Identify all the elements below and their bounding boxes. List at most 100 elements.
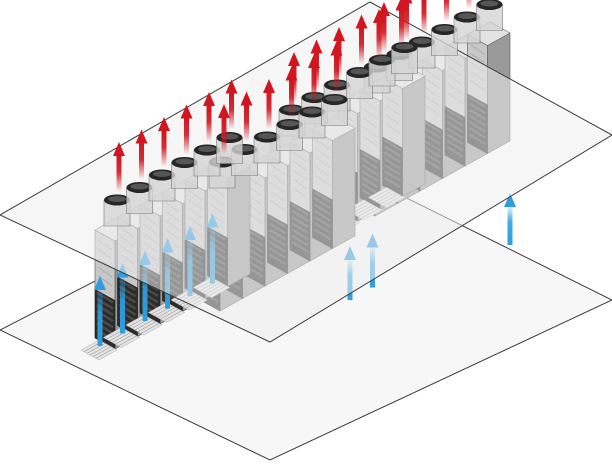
hot-air-arrow-icon-head [308,54,320,68]
exhaust-duct [171,157,198,189]
cold-air-arrow-icon [94,276,106,346]
floor-vent-icon [102,327,141,348]
duct-outlet-inner [325,95,344,102]
duct-outlet-inner [458,13,476,19]
exhaust-duct [298,106,326,139]
hot-air-arrow-icon-shaft [404,3,409,40]
exhaust-duct [276,119,303,151]
hot-air-arrow-icon-head [400,0,413,4]
hot-air-arrow-icon-shaft [244,105,249,142]
vent-slat [112,332,131,343]
hot-air-arrow-icon-head [288,52,300,66]
hot-air-arrow-icon [158,117,170,167]
hot-air-arrow-icon-shaft [206,106,212,142]
hot-air-arrow-icon [225,79,238,130]
hot-air-arrow-icon [135,129,148,180]
duct-outlet-inner [350,68,369,75]
duct-outlet-inner [373,56,391,62]
hot-air-arrow-icon [285,66,298,117]
exhaust-duct [193,144,221,177]
hot-air-arrow-icon-shaft [334,55,339,92]
duct-outlet-inner [395,43,414,50]
cold-air-arrow-icon-head [94,276,106,290]
server-slot [470,44,485,55]
hot-air-arrow-icon [400,0,413,40]
exhaust-ducts [103,0,503,227]
hot-air-arrow-icon [180,104,193,155]
vent-slat [115,333,134,345]
hot-air-arrow-icon [330,41,343,92]
hot-air-arrow-icon-shaft [221,118,227,154]
exhaust-duct [103,194,131,227]
cold-air-arrow-icon-shaft [142,265,148,321]
hot-air-arrow-icon-shaft [184,118,189,155]
duct-outlet-inner [435,25,454,32]
exhaust-duct [368,54,396,87]
vent-slat [95,348,115,359]
ceiling-plane [0,1,612,343]
hot-air-arrows [113,0,472,192]
cold-air-arrow-icon-head [504,193,516,207]
hot-air-arrow-icon-head [113,142,125,156]
hot-air-arrow-icon-shaft [311,68,317,104]
vent-slat [157,307,176,318]
exhaust-duct [216,132,243,164]
exhaust-duct [321,94,348,126]
cold-air-arrow-icon-shaft [120,277,125,334]
hot-air-arrow-icon [203,92,215,142]
hot-air-arrow-icon-head [310,39,323,54]
server-slot [470,53,485,64]
duct-outlet-inner [480,0,499,7]
exhaust-duct [346,67,373,99]
hot-air-arrow-icon-shaft [266,93,272,129]
hot-air-arrow-icon-head [285,66,298,81]
duct-outlet-inner [175,158,194,165]
hot-air-arrow-icon-head [240,91,253,106]
hot-air-arrow-icon-head [378,2,390,16]
duct-outlet-inner [413,38,431,44]
hot-air-arrow-icon-shaft [161,131,167,167]
hot-air-arrow-icon [421,0,427,34]
hot-air-arrow-icon [113,142,125,192]
vent-slat [137,321,157,332]
hot-air-arrow-icon [378,2,390,52]
cold-air-arrow-icon [504,193,516,245]
exhaust-duct [453,11,481,44]
hot-air-arrow-icon-head [225,79,238,94]
duct-outlet-inner [303,108,321,114]
duct-outlet-inner [280,120,299,127]
floor-vent-icon [147,302,186,323]
hot-air-arrow-icon-shaft [421,0,427,34]
hot-air-arrow-icon-head [180,104,193,119]
vent-slat [160,308,179,320]
hot-air-arrow-icon [444,0,449,22]
exhaust-duct [253,131,281,164]
vent-slat [134,319,154,331]
hot-air-arrow-icon-head [203,92,215,106]
hot-air-arrow-icon-shaft [399,10,404,47]
hot-air-arrow-icon-shaft [229,93,234,130]
hot-air-arrow-icon [218,104,230,154]
hot-air-arrow-icon-shaft [359,28,364,65]
hot-air-arrow-icon [355,14,368,65]
hot-air-arrow-icon [308,54,320,104]
hot-air-arrow-icon-shaft [139,143,144,180]
duct-outlet-inner [153,171,171,177]
hot-air-arrow-icon-shaft [466,0,472,9]
hot-air-arrow-icon-shaft [289,80,294,117]
exhaust-duct [126,182,153,214]
hot-air-arrow-icon-shaft [381,16,387,52]
exhaust-duct-row-1 [103,132,243,227]
hot-air-arrow-icon [466,0,472,9]
exhaust-duct [148,169,176,202]
cold-air-arrow-icon-shaft [507,207,513,245]
exhaust-duct [476,0,503,31]
hot-air-arrow-icon-head [218,104,230,118]
vent-slat [163,310,182,322]
exhaust-duct [431,24,458,56]
cold-air-arrow-icon-shaft [97,290,103,346]
exhaust-duct [391,42,418,74]
hot-air-arrow-icon-shaft [444,0,449,22]
